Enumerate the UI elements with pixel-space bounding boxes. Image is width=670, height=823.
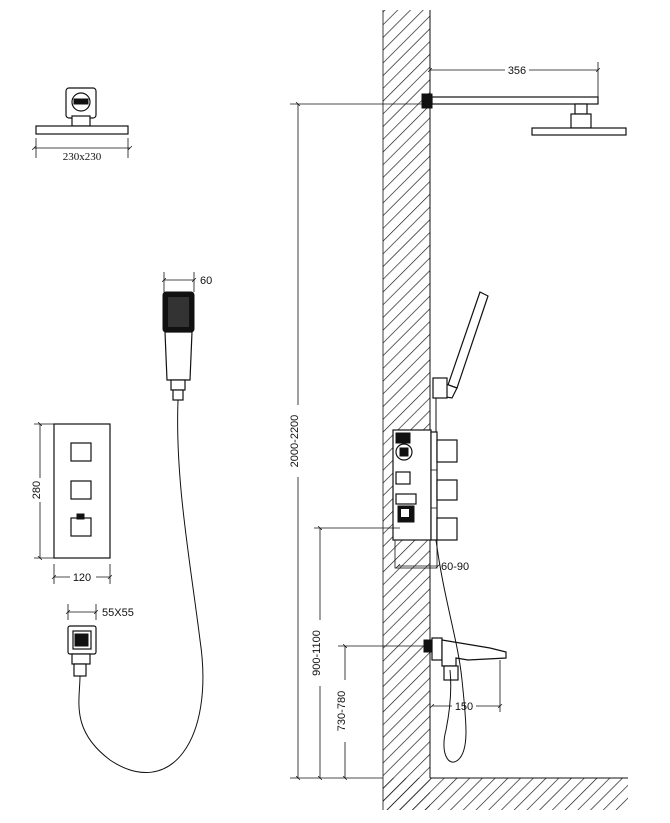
spout-length-label: 150	[455, 701, 473, 713]
valve-height-label: 900-1100	[311, 630, 323, 676]
head-size-label: 230x230	[63, 151, 102, 163]
shower-arm-side: 356	[421, 62, 627, 136]
wall-offset-label: 60-90	[441, 561, 469, 573]
control-panel-front: 280 120	[28, 421, 113, 584]
side-knob-2	[436, 479, 458, 501]
hose	[78, 399, 204, 773]
shower-arm	[431, 96, 599, 105]
spout-height-label: 730-780	[336, 691, 348, 731]
panel-width-label: 120	[73, 572, 91, 584]
handshower-side	[432, 291, 489, 434]
floor-hatch	[383, 778, 628, 810]
knob-2	[70, 480, 92, 500]
shower-head-side	[531, 127, 627, 136]
arm-length-label: 356	[508, 65, 526, 77]
side-knob-1	[436, 439, 458, 463]
knob-1	[70, 442, 92, 462]
hand-shower: 60	[161, 272, 212, 401]
shower-head-front-view: 230x230	[31, 87, 133, 163]
total-height-label: 2000-2200	[289, 415, 301, 468]
holder-size-label: 55X55	[102, 607, 134, 619]
valve-side	[392, 429, 458, 569]
bath-spout	[423, 637, 507, 681]
knob-3	[70, 517, 92, 537]
handshower-width-label: 60	[200, 275, 212, 287]
spout-body	[441, 639, 507, 667]
panel-height-label: 280	[31, 481, 43, 499]
wall-hatch	[383, 10, 430, 810]
shower-head-plate	[35, 125, 129, 135]
side-hose	[435, 539, 467, 763]
wall-outlet-holder: 55X55	[65, 604, 134, 677]
side-knob-3	[436, 517, 458, 541]
